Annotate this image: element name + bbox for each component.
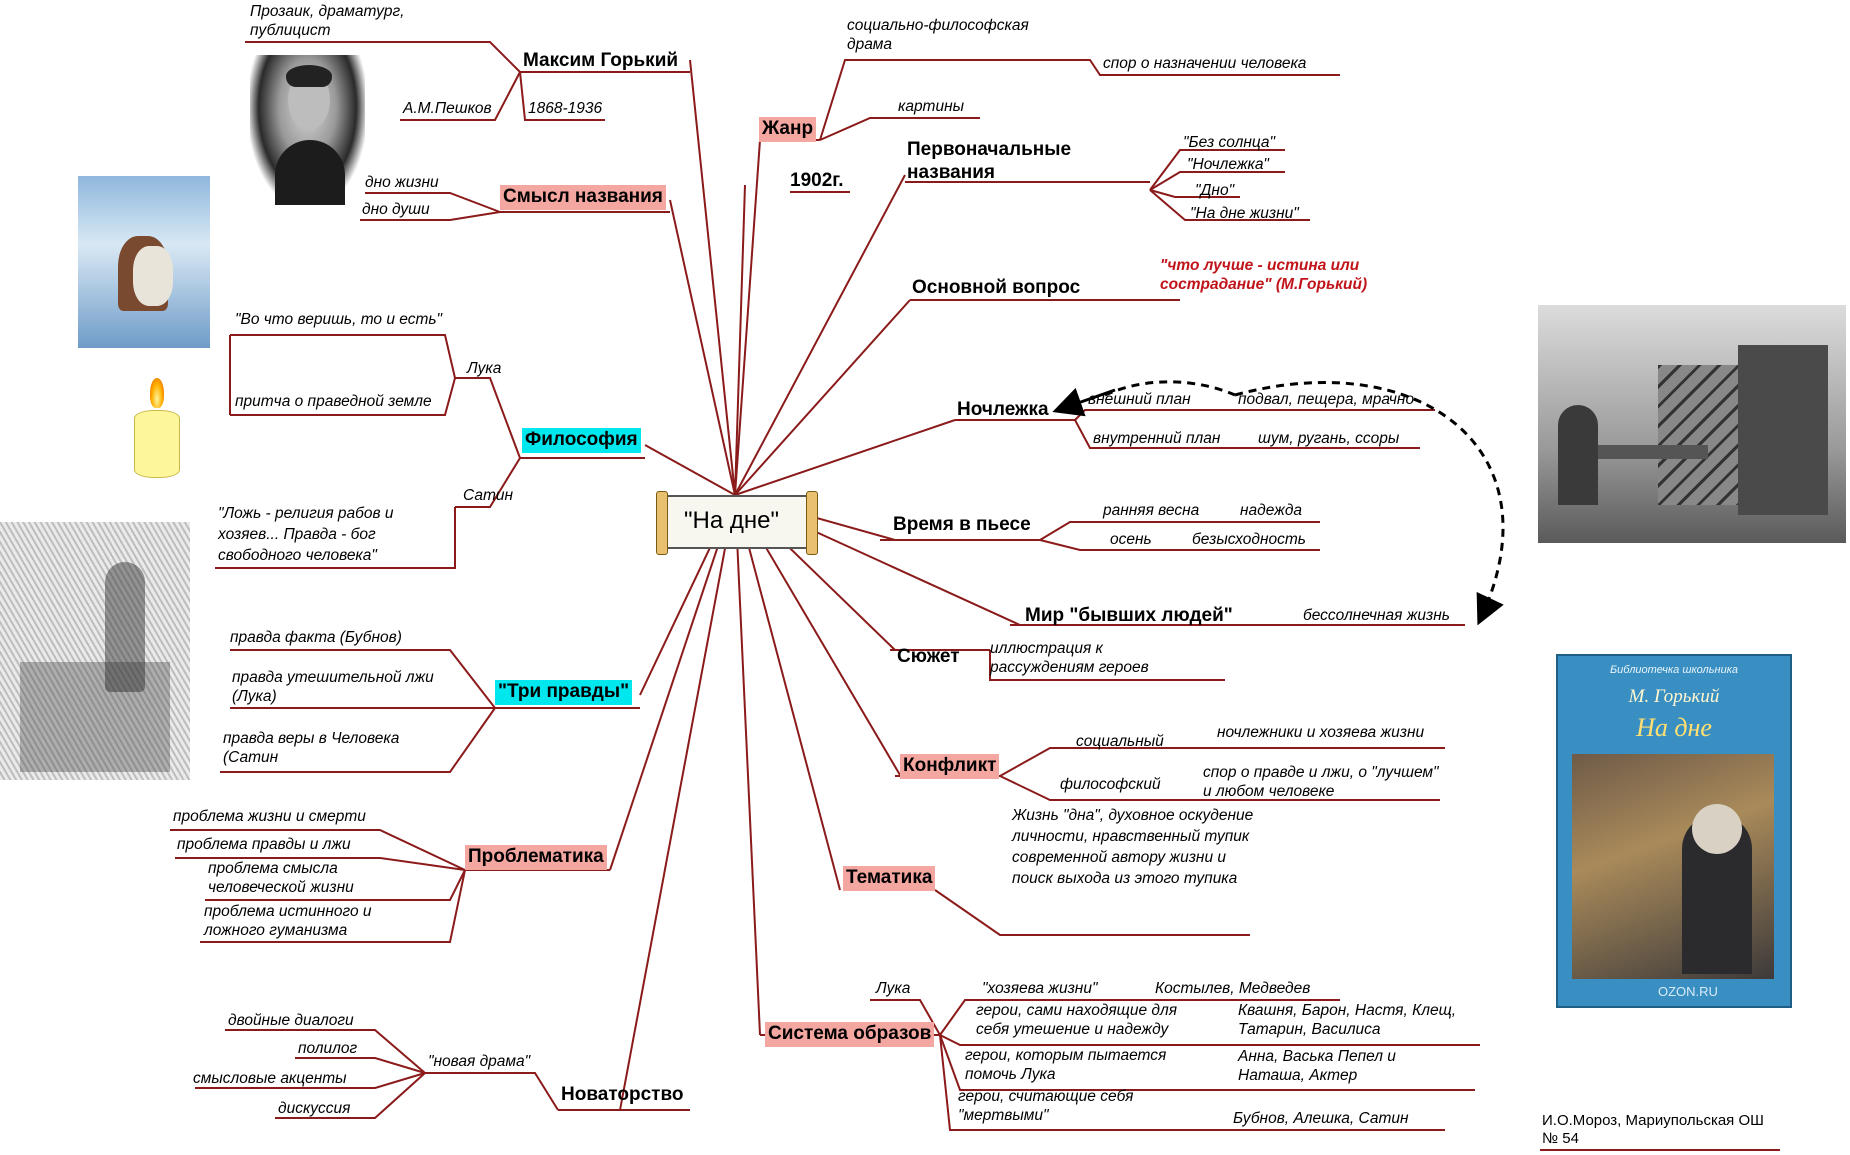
genre-item: картины [898,98,965,115]
images-names: Бубнов, Алешка, Сатин [1233,1110,1409,1127]
meaning-title: Смысл названия [500,185,666,210]
main-question-title: Основной вопрос [912,277,1081,298]
gorky-title: Максим Горький [523,50,679,71]
book-series: Библиотечка школьника [1609,664,1739,676]
truth-item: правда факта (Бубнов) [230,629,402,646]
center-scroll: "На дне" [656,491,818,555]
images-group: герои, сами находящие для себя утешение … [976,1002,1178,1038]
problem-item: проблема истинного и ложного гуманизма [204,903,372,939]
center-title: "На дне" [684,507,779,534]
three-truths-title: "Три правды" [495,680,633,705]
images-group: герои, считающие себя "мертвыми" [958,1088,1134,1124]
time-title: Время в пьесе [893,514,1031,535]
genre-item: спор о назначении человека [1103,55,1307,72]
conflict-phil: философский [1060,776,1161,793]
world-title: Мир "бывших людей" [1025,605,1233,626]
play-scene-illustration [0,522,190,780]
main-question-quote: "что лучше - истина или сострадание" (М.… [1160,257,1368,293]
truth-item: правда утешительной лжи (Лука) [232,669,434,705]
philosophy-parable: притча о праведной земле [235,393,432,410]
problems-title: Проблематика [465,845,607,870]
flophouse-outer: внешний план [1088,391,1191,408]
innovation-title: Новаторство [561,1084,684,1105]
philosophy-luka-quote: "Во что веришь, то и есть" [235,311,443,328]
time-desc: безысходность [1192,531,1306,548]
gorky-desc: Прозаик, драматург, публицист [250,3,405,39]
book-shop: OZON.RU [1658,984,1718,999]
conflict-title: Конфликт [900,754,1000,779]
original-title-item: "Дно" [1195,182,1235,199]
innovation-item: дискуссия [278,1100,351,1117]
images-names: Анна, Васька Пепел и Наташа, Актер [1238,1048,1396,1084]
genre-item: социально-философская драма [847,17,1029,53]
images-group: герои, которым пытается помочь Лука [965,1047,1167,1083]
flophouse-inner-desc: шум, ругань, ссоры [1258,430,1400,447]
book-cover: Библиотечка школьника М. Горький На дне … [1556,654,1792,1008]
gorky-years: 1868-1936 [528,100,603,117]
philosophy-satin: Сатин [463,487,514,504]
images-names: Квашня, Барон, Настя, Клещ, Татарин, Вас… [1238,1002,1457,1038]
images-title: Система образов [765,1022,935,1047]
conflict-social: социальный [1076,733,1164,750]
conflict-phil-desc: спор о правде и лжи, о "лучшем" и любом … [1203,764,1439,800]
original-titles-title: Первоначальные названия [907,139,1072,183]
original-title-item: "Ночлежка" [1187,156,1269,173]
problem-item: проблема жизни и смерти [173,808,366,825]
book-author: М. Горький [1628,686,1720,707]
gorky-portrait [250,55,365,205]
plot-title: Сюжет [897,646,960,667]
philosophy-title: Философия [522,428,641,453]
images-luka: Лука [876,980,911,997]
flophouse-title: Ночлежка [957,399,1049,420]
theme-title: Тематика [843,866,936,891]
flophouse-inner: внутренний план [1093,430,1221,447]
religious-painting [78,176,210,348]
truth-item: правда веры в Человека (Сатин [223,730,400,766]
year: 1902г. [790,170,844,191]
images-group: "хозяева жизни" [982,980,1098,997]
time-season: ранняя весна [1103,502,1200,519]
time-desc: надежда [1240,502,1303,519]
philosophy-satin-quote: "Ложь - религия рабов и хозяев... Правда… [218,505,394,564]
plot-item: иллюстрация к рассуждениям героев [990,640,1149,676]
theme-item: Жизнь "дна", духовное оскудение личности… [1012,807,1254,887]
innovation-item: двойные диалоги [228,1012,354,1029]
time-season: осень [1110,531,1152,548]
original-title-item: "На дне жизни" [1190,205,1299,222]
original-title-item: "Без солнца" [1183,134,1276,151]
new-drama: "новая драма" [428,1053,531,1070]
meaning-item: дно души [362,201,430,218]
images-names: Костылев, Медведев [1155,980,1311,997]
credit: И.О.Мороз, Мариупольская ОШ № 54 [1542,1112,1764,1147]
gorky-real-name: А.М.Пешков [403,100,492,117]
flophouse-outer-desc: подвал, пещера, мрачно [1238,391,1415,408]
problem-item: проблема смысла человеческой жизни [208,860,354,896]
innovation-item: полилог [298,1040,358,1057]
problem-item: проблема правды и лжи [177,836,351,853]
stage-photo [1538,305,1846,543]
genre-title: Жанр [759,117,817,142]
meaning-item: дно жизни [365,174,439,191]
candle-icon [134,378,180,478]
conflict-social-desc: ночлежники и хозяева жизни [1217,724,1425,741]
world-item: бессолнечная жизнь [1303,607,1450,624]
innovation-item: смысловые акценты [193,1070,347,1087]
philosophy-luka: Лука [467,360,502,377]
book-title: На дне [1636,713,1712,742]
